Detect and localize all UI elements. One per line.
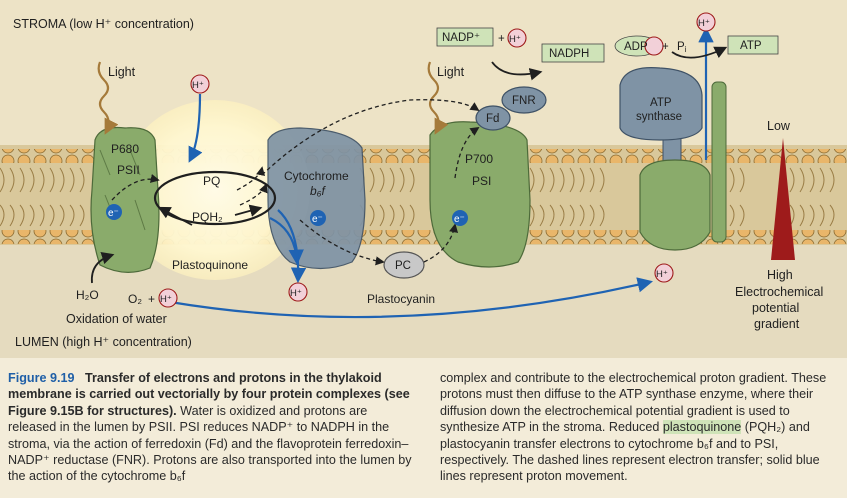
h-plus-6: H⁺	[656, 269, 668, 280]
figure-caption: Figure 9.19 Transfer of electrons and pr…	[0, 358, 847, 498]
cytochrome-label: Cytochrome	[284, 169, 349, 183]
proton-markers	[158, 12, 716, 308]
gradient-label-4: gradient	[754, 317, 800, 331]
plastoquinone-label: Plastoquinone	[172, 258, 248, 272]
e-minus-1: e⁻	[108, 208, 119, 219]
fd-protein	[475, 105, 511, 131]
h-plus-4: H⁺	[160, 294, 172, 305]
h-plus-2: H⁺	[290, 288, 302, 299]
plastoquinone-pool-highlight	[120, 100, 310, 280]
gradient-low-label: Low	[767, 119, 791, 133]
electron-arrows	[111, 99, 480, 266]
o2-label: O₂	[128, 292, 142, 306]
gradient-arrow	[771, 138, 795, 260]
proton-arrows	[169, 26, 714, 319]
atp-synthase-label-1: ATP	[650, 97, 672, 109]
gradient-label-3: potential	[752, 301, 799, 315]
caption-column-2: complex and contribute to the electroche…	[440, 370, 842, 485]
p700-label: P700	[465, 152, 493, 166]
caption-title: Transfer of electrons and protons in the…	[8, 371, 410, 418]
light-arrow-1	[97, 61, 119, 135]
lumen-label: LUMEN (high H⁺ concentration)	[15, 335, 192, 349]
h2o-label: H₂O	[76, 288, 99, 302]
caption-text-1: Water is oxidized and protons are releas…	[8, 403, 412, 484]
electron-markers	[106, 204, 468, 226]
pq-ellipse	[153, 170, 277, 226]
cytochrome-b6f-complex	[267, 127, 366, 270]
atp-synthase	[619, 67, 727, 251]
fnr-protein	[501, 86, 547, 114]
plastocyanin-label: Plastocyanin	[367, 292, 435, 306]
oxidation-label: Oxidation of water	[66, 312, 167, 326]
e-minus-2: e⁻	[312, 214, 323, 225]
h-plus-1: H⁺	[192, 80, 204, 91]
plus-3: +	[148, 292, 155, 306]
psii-label: PSII	[117, 163, 140, 177]
atp-synthase-label-2: synthase	[636, 111, 682, 123]
pqh2-label: PQH₂	[192, 210, 223, 224]
reaction-arrows	[90, 46, 728, 284]
light-label-1: Light	[108, 65, 136, 79]
figure-number: Figure 9.19	[8, 371, 75, 385]
thylakoid-diagram: STROMA (low H⁺ concentration) LUMEN (hig…	[0, 0, 847, 358]
plus-1: +	[498, 33, 505, 45]
cytochrome-label-2: b₆f	[310, 184, 327, 198]
fd-label: Fd	[486, 113, 499, 125]
psi-complex	[429, 121, 531, 268]
fnr-label: FNR	[512, 95, 536, 107]
gradient-label-2: Electrochemical	[735, 285, 823, 299]
h-plus-5: H⁺	[698, 18, 710, 29]
caption-text-3: (PQH₂) and plastocyanin transfer electro…	[440, 420, 820, 484]
nadph-box	[541, 43, 605, 63]
caption-text-2: complex and contribute to the electroche…	[440, 371, 827, 435]
pc-label: PC	[395, 260, 411, 272]
psii-complex	[90, 126, 160, 273]
stroma-label: STROMA (low H⁺ concentration)	[13, 17, 194, 31]
p680-label: P680	[111, 142, 139, 156]
e-minus-3: e⁻	[454, 214, 465, 225]
pq-label: PQ	[203, 174, 220, 188]
psi-label: PSI	[472, 174, 491, 188]
atp-burst	[727, 35, 779, 55]
nadph-label: NADPH	[549, 48, 589, 60]
pi-label: Pi	[677, 41, 687, 54]
gradient-high-label: High	[767, 268, 793, 282]
plus-2: +	[662, 41, 669, 53]
caption-highlight: plastoquinone	[662, 420, 742, 435]
adp-label: ADP	[624, 41, 648, 53]
caption-column-1: Figure 9.19 Transfer of electrons and pr…	[8, 370, 412, 485]
nadp-box	[436, 27, 494, 47]
h-plus-3: H⁺	[509, 34, 521, 45]
light-arrow-2	[427, 61, 449, 135]
light-label-2: Light	[437, 65, 465, 79]
nadp-label: NADP⁺	[442, 32, 480, 44]
atp-label: ATP	[740, 40, 762, 52]
